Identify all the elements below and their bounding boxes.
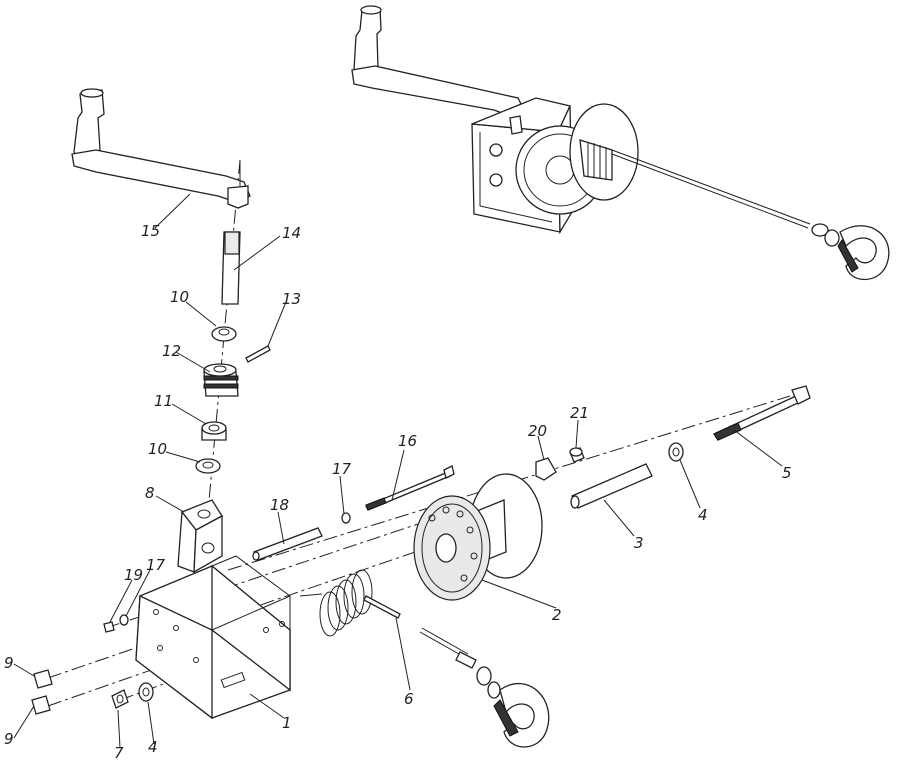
leader-lines	[13, 193, 783, 749]
callout-19: 19	[124, 566, 143, 584]
part-14-pin	[221, 231, 241, 305]
callout-4-upper: 4	[698, 506, 708, 524]
part-11-spacer	[201, 421, 227, 441]
part-5-long-bolt	[713, 385, 811, 441]
callout-10-upper: 10	[170, 288, 189, 306]
callout-14: 14	[282, 224, 301, 242]
callout-1: 1	[282, 714, 292, 732]
part-18-shaft	[252, 527, 323, 561]
callout-5: 5	[782, 464, 792, 482]
assembled-hook	[811, 223, 890, 280]
part-2-gear-drum	[413, 473, 543, 601]
callout-18: 18	[270, 496, 289, 514]
part-3-sleeve	[570, 463, 653, 509]
part-7-nut	[111, 689, 129, 709]
part-13-pin	[245, 345, 271, 363]
part-4-washer-upper	[668, 442, 684, 462]
callout-12: 12	[162, 342, 181, 360]
callout-16: 16	[398, 432, 417, 450]
callout-15: 15	[141, 222, 160, 240]
part-6-spring	[299, 569, 401, 637]
part-17-washer-lower	[119, 614, 129, 626]
callout-9-lower: 9	[4, 730, 14, 748]
part-9-bolt-upper	[33, 669, 53, 689]
part-17-washer-upper	[341, 512, 351, 524]
part-21-screw	[569, 447, 585, 463]
part-15-crank-handle	[71, 88, 251, 209]
part-20-pawl	[535, 457, 557, 481]
callout-6: 6	[404, 690, 414, 708]
callout-9-upper: 9	[4, 654, 14, 672]
callout-17-lower: 17	[146, 556, 166, 574]
part-4-washer-lower	[138, 682, 154, 702]
part-8-bracket	[177, 499, 223, 574]
callout-11: 11	[154, 392, 173, 410]
callout-4-lower: 4	[148, 738, 158, 756]
part-10-bushing-lower	[195, 458, 221, 474]
part-19-screw	[103, 621, 115, 633]
cable-hook	[419, 627, 550, 748]
callout-2: 2	[552, 606, 562, 624]
callout-21: 21	[570, 404, 589, 422]
part-12-worm	[203, 363, 239, 397]
callout-17-upper: 17	[332, 460, 352, 478]
part-10-bushing-upper	[211, 326, 237, 342]
part-9-bolt-lower	[31, 695, 51, 715]
callout-7: 7	[114, 744, 124, 762]
callout-10-lower: 10	[148, 440, 167, 458]
callout-8: 8	[145, 484, 155, 502]
callout-numbers: 15 14 13 12 11 10 10 8 18 17 16 20 21 4 …	[4, 222, 792, 762]
part-16-bolt	[365, 465, 455, 511]
callout-20: 20	[528, 422, 547, 440]
assembled-crank-arm	[351, 65, 525, 117]
assembled-winch	[351, 5, 890, 280]
callout-13: 13	[282, 290, 301, 308]
part-1-frame	[135, 555, 291, 720]
callout-3: 3	[634, 534, 644, 552]
